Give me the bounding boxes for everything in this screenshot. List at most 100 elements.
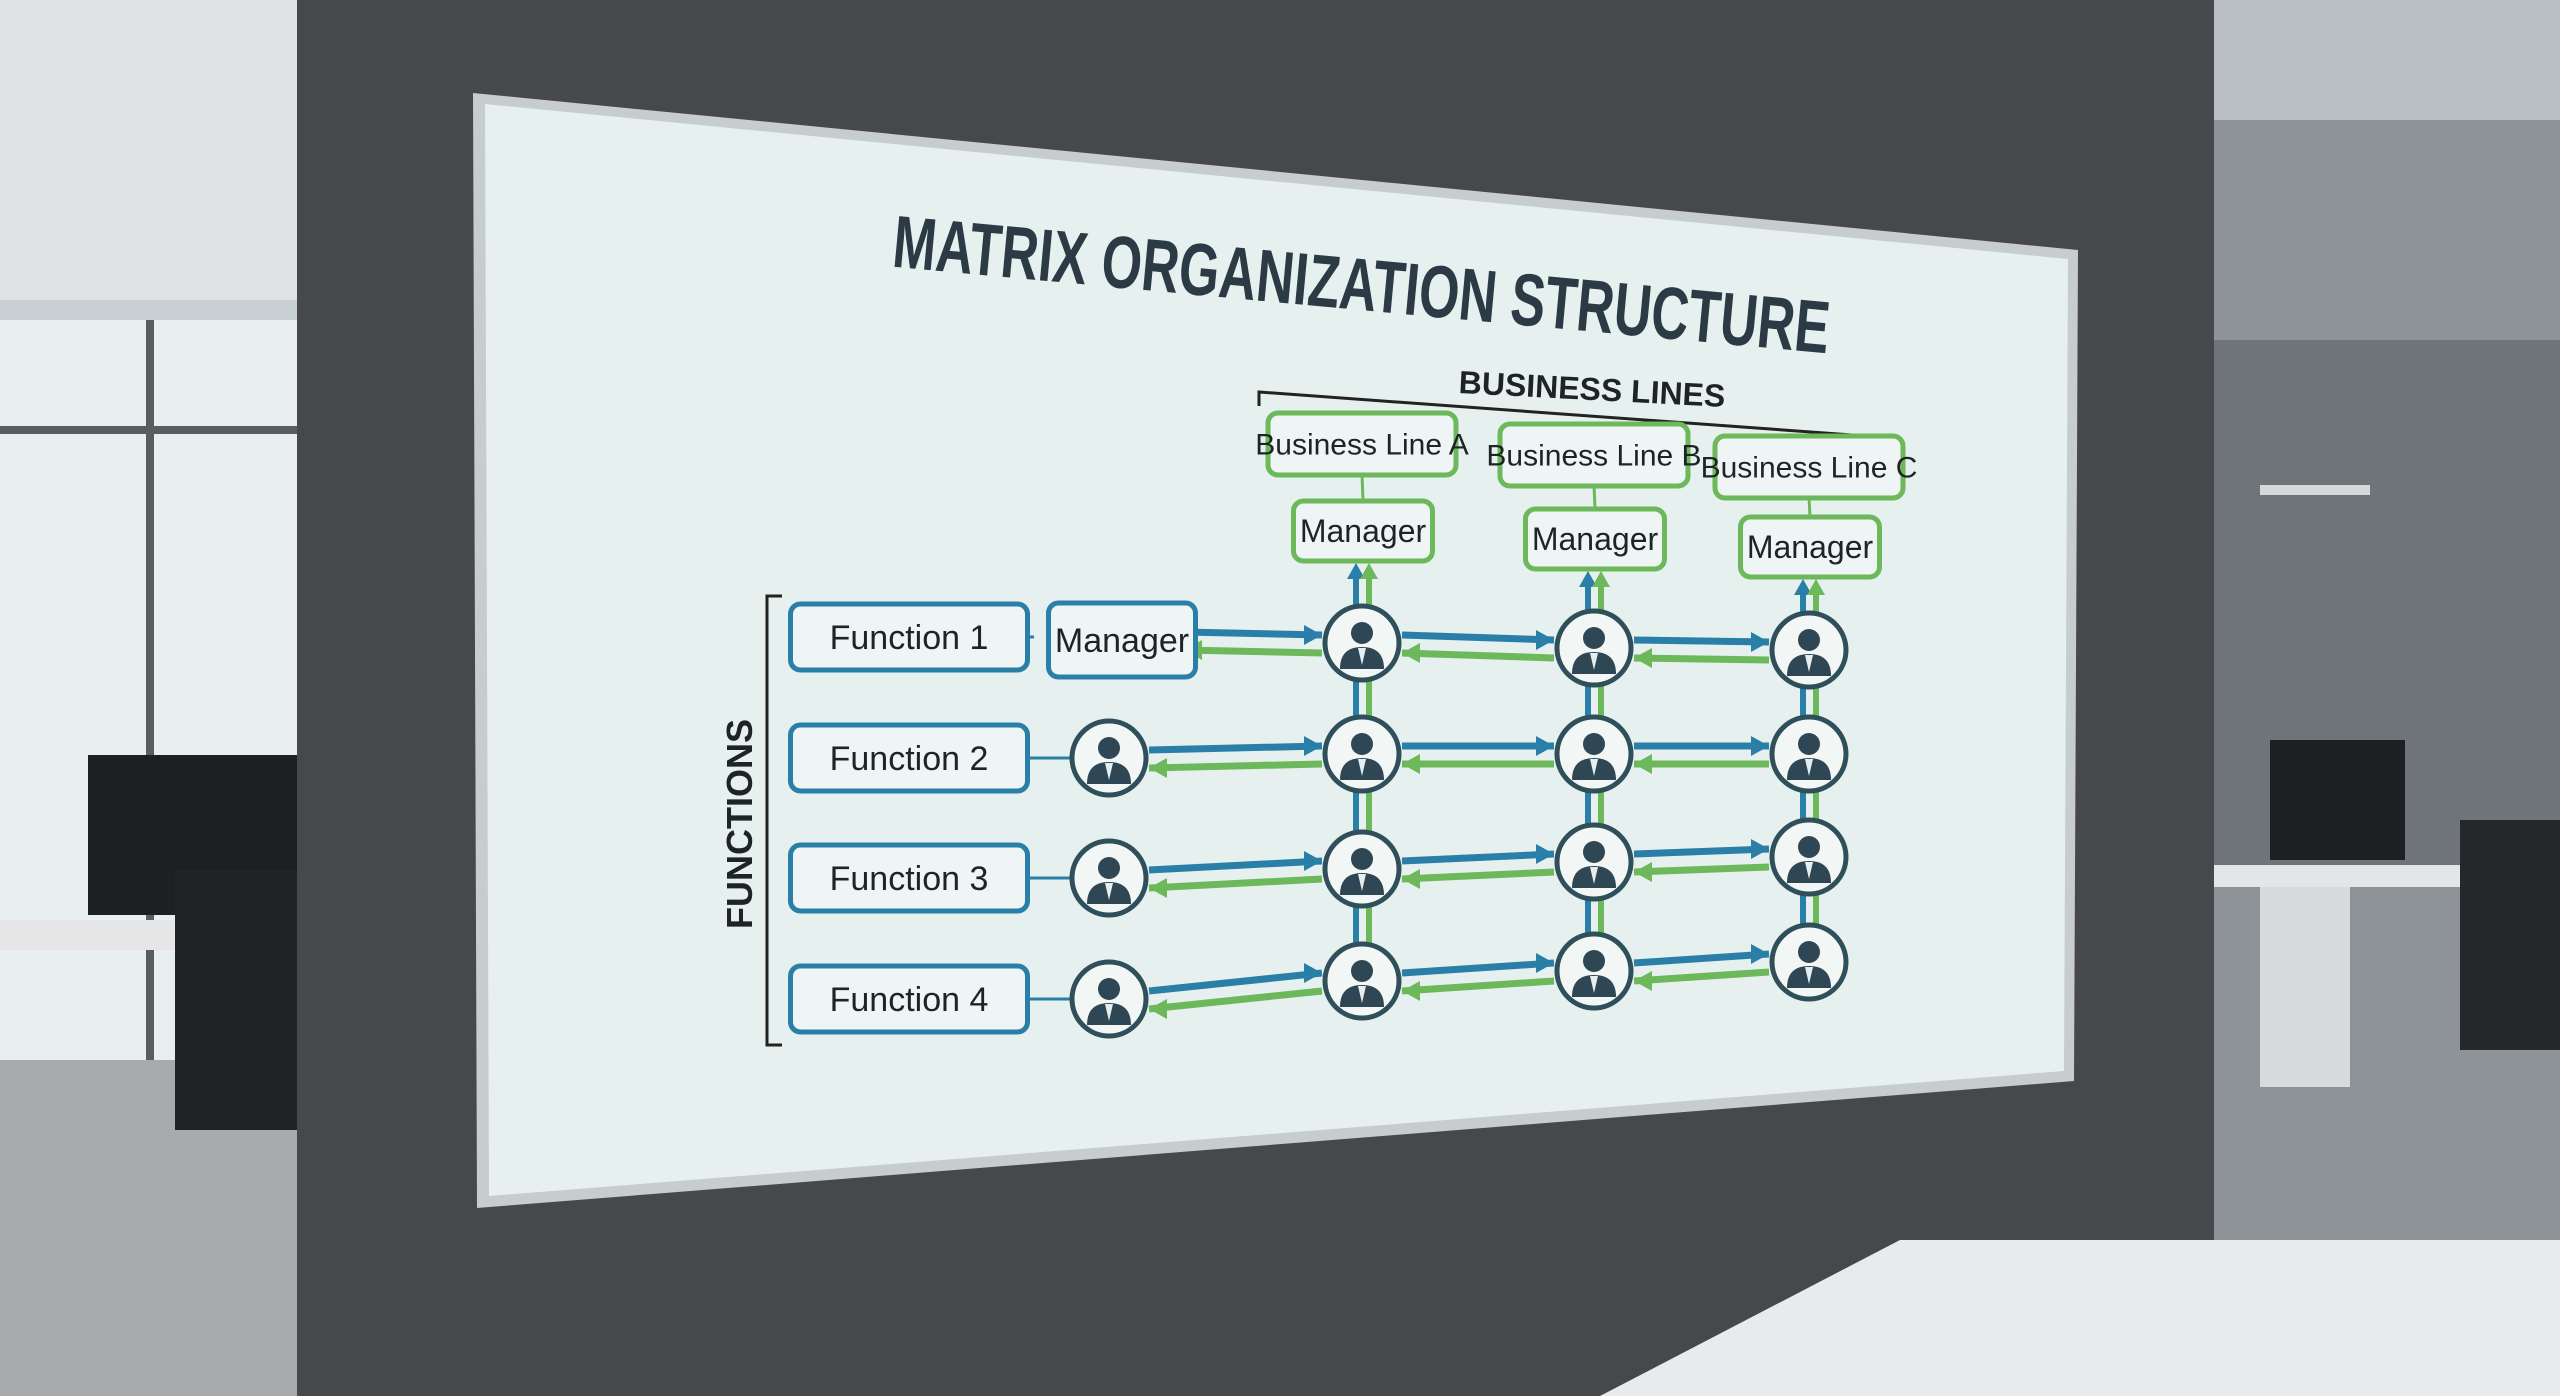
function-box-frame — [788, 601, 1030, 673]
business-line-manager-box: Manager — [1291, 498, 1435, 564]
left-office — [0, 0, 297, 1396]
connector-line — [1401, 868, 1555, 883]
person-tie-icon — [1590, 867, 1598, 884]
business-line-manager-box: Manager — [1523, 506, 1667, 572]
team-member-person-icon — [1769, 922, 1849, 1002]
arrowhead-icon — [1634, 648, 1652, 668]
function-head-person-icon — [1069, 838, 1149, 918]
team-member-person-icon — [1554, 822, 1634, 902]
person-tie-icon — [1590, 653, 1598, 670]
arrowhead-icon — [1360, 563, 1378, 579]
connector-line — [1633, 968, 1770, 985]
arrowhead-icon — [1751, 632, 1769, 652]
person-head-icon — [1351, 733, 1373, 755]
business-line-manager-box-label: Manager — [1300, 513, 1427, 549]
connector-line — [1633, 950, 1770, 967]
connector-line — [1401, 649, 1555, 662]
person-head-icon — [1351, 622, 1373, 644]
business-line-manager-box-label: Manager — [1747, 529, 1874, 565]
arrowhead-icon — [1402, 754, 1420, 774]
business-line-box: Business Line B — [1486, 421, 1702, 489]
person-tie-icon — [1105, 883, 1113, 900]
arrowhead-icon — [1402, 643, 1420, 663]
person-head-icon — [1583, 733, 1605, 755]
person-head-icon — [1351, 960, 1373, 982]
person-tie-icon — [1805, 862, 1813, 879]
floor — [1600, 1240, 2560, 1396]
connector-line — [1401, 631, 1555, 644]
function-head-person-icon — [1069, 959, 1149, 1039]
team-member-person-icon — [1769, 610, 1849, 690]
function-box-label: Function 3 — [830, 860, 989, 898]
person-tie-icon — [1358, 874, 1366, 891]
connector-line — [1592, 484, 1597, 510]
connector-line — [1633, 636, 1770, 646]
arrowhead-icon — [1751, 736, 1769, 756]
function-box-frame — [788, 963, 1030, 1035]
connector-line — [1148, 875, 1323, 892]
arrowhead-icon — [1634, 862, 1652, 882]
team-member-person-icon — [1769, 817, 1849, 897]
person-head-icon — [1798, 629, 1820, 651]
office-chair — [2460, 820, 2560, 1050]
business-line-box-label: Business Line C — [1701, 452, 1918, 485]
business-line-box-frame — [1497, 421, 1691, 489]
business-line-box-frame — [1265, 410, 1459, 478]
business-line-box-label: Business Line A — [1255, 429, 1468, 462]
connector-line — [1633, 845, 1770, 858]
business-line-box-frame — [1712, 433, 1906, 501]
business-line-manager-box-frame — [1291, 498, 1435, 564]
function-box-label: Function 2 — [830, 740, 989, 778]
person-head-icon — [1098, 857, 1120, 879]
arrowhead-icon — [1347, 563, 1365, 579]
connector-line — [1148, 857, 1323, 874]
business-line-box: Business Line C — [1701, 433, 1918, 501]
team-member-person-icon — [1554, 714, 1634, 794]
arrowhead-icon — [1807, 579, 1825, 595]
business-line-box-label: Business Line B — [1486, 440, 1701, 473]
function-box-frame — [788, 842, 1030, 914]
connector-line — [1401, 850, 1555, 865]
person-head-icon — [1351, 848, 1373, 870]
arrowhead-icon — [1634, 971, 1652, 991]
function-box-label: Function 4 — [830, 981, 989, 1019]
team-member-person-icon — [1322, 714, 1402, 794]
connector-line — [1148, 760, 1323, 772]
node-layer: Business Line A Manager Business Line B Man… — [788, 410, 1918, 1039]
business-line-manager-box-frame — [1523, 506, 1667, 572]
person-tie-icon — [1105, 1004, 1113, 1021]
connector-line — [1183, 628, 1323, 639]
person-tie-icon — [1105, 763, 1113, 780]
person-tie-icon — [1805, 759, 1813, 776]
arrowhead-icon — [1402, 869, 1420, 889]
person-head-icon — [1098, 737, 1120, 759]
arrowhead-icon — [1304, 851, 1322, 871]
arrowhead-icon — [1751, 944, 1769, 964]
connector-line — [1633, 863, 1770, 876]
function-manager-box: Manager — [1046, 600, 1198, 680]
business-line-manager-box: Manager — [1738, 514, 1882, 580]
connector-line — [1183, 646, 1323, 657]
connector-line — [1148, 742, 1323, 754]
business-line-box: Business Line A — [1255, 410, 1469, 478]
functions-heading: FUNCTIONS — [719, 719, 760, 929]
team-member-person-icon — [1554, 608, 1634, 688]
connector-line — [1148, 987, 1323, 1013]
person-head-icon — [1583, 627, 1605, 649]
connector-line — [1401, 959, 1555, 977]
function-box: Function 4 — [788, 963, 1030, 1035]
arrowhead-icon — [1536, 953, 1554, 973]
arrowhead-icon — [1592, 571, 1610, 587]
team-member-person-icon — [1322, 941, 1402, 1021]
arrowhead-icon — [1402, 981, 1420, 1001]
arrowhead-icon — [1536, 736, 1554, 756]
matrix-diagram: MATRIX ORGANIZATION STRUCTURE BUSINESS L… — [719, 200, 1918, 1047]
monitor — [2270, 740, 2405, 860]
team-member-person-icon — [1554, 931, 1634, 1011]
arrowhead-icon — [1634, 754, 1652, 774]
team-member-person-icon — [1769, 714, 1849, 794]
function-box-label: Function 1 — [830, 619, 989, 657]
connector-line — [1360, 473, 1365, 502]
team-member-person-icon — [1322, 603, 1402, 683]
person-tie-icon — [1590, 759, 1598, 776]
